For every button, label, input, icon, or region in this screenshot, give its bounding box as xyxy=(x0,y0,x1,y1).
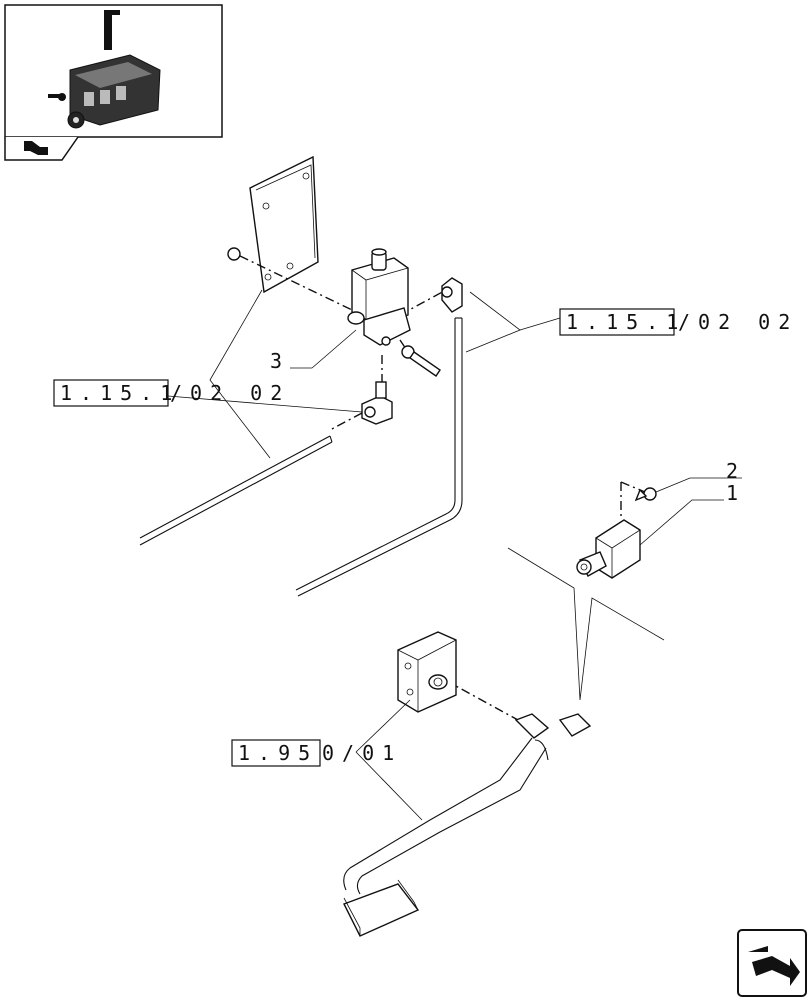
callout-item-3: 3 xyxy=(270,349,282,373)
engine-assembly-thumbnail-icon xyxy=(48,10,161,129)
hose-left xyxy=(139,435,333,546)
ref-pedal-suffix: 0/01 xyxy=(322,741,402,765)
switch-screw xyxy=(634,487,657,502)
ref-left-suffix: /02 02 xyxy=(170,381,290,405)
reference-top-right[interactable]: 1.15.1 /02 02 xyxy=(559,308,798,336)
callout-item-1: 1 xyxy=(726,481,738,505)
next-page-arrow-icon xyxy=(752,956,800,986)
reference-pedal[interactable]: 1.95 0/01 xyxy=(231,739,402,767)
hose-right xyxy=(295,317,463,597)
ref-top-right-box-text: 1.15.1 xyxy=(566,310,686,334)
valve-bolt xyxy=(401,345,441,377)
mounting-bracket xyxy=(227,155,319,294)
pressure-switch xyxy=(576,519,641,579)
reference-left[interactable]: 1.15.1 /02 02 xyxy=(53,379,290,407)
prev-page-arrow-icon xyxy=(24,141,48,155)
prev-page-tab[interactable] xyxy=(4,136,79,161)
solenoid-valve xyxy=(347,248,411,346)
ref-pedal-box-text: 1.95 xyxy=(238,741,318,765)
ref-top-right-suffix: /02 02 xyxy=(678,310,798,334)
elbow-fitting-lower xyxy=(361,381,393,425)
callout-item-2: 2 xyxy=(726,459,738,483)
brake-pedal xyxy=(343,713,592,937)
engine-thumbnail[interactable] xyxy=(4,4,223,138)
ref-left-box-text: 1.15.1 xyxy=(60,381,180,405)
next-page-button[interactable] xyxy=(737,929,807,997)
bracket-nut xyxy=(227,247,241,261)
elbow-fitting-upper xyxy=(441,277,463,313)
pedal-bracket-block xyxy=(397,631,457,713)
